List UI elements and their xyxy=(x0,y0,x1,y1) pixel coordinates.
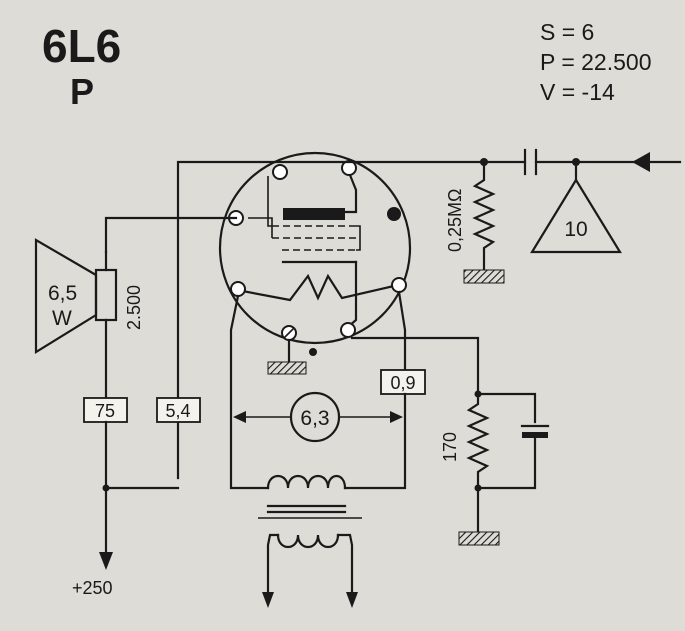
input-stage-label: 10 xyxy=(564,218,587,241)
cathode-resistor xyxy=(466,392,490,534)
heater-current-value: 0,9 xyxy=(390,373,415,393)
tube-pin xyxy=(340,322,356,338)
param-p: P = 22.500 xyxy=(540,49,652,75)
bypass-capacitor xyxy=(520,424,550,438)
plate-current-value: 75 xyxy=(95,401,115,421)
tube-pin xyxy=(230,281,246,297)
tube-pin xyxy=(272,164,288,180)
tube-key-dot xyxy=(387,207,401,221)
tube-heater-filament xyxy=(235,273,400,302)
heater-transformer xyxy=(258,474,362,608)
speaker-impedance: 2.500 xyxy=(124,285,144,330)
speaker-power-unit: W xyxy=(52,307,72,330)
plate-current-box xyxy=(83,397,128,423)
tube-type-title: 6L6 xyxy=(42,20,121,72)
heater-wire-left xyxy=(229,294,270,490)
ground-symbol xyxy=(267,361,307,375)
screen-current-value: 5,4 xyxy=(165,401,190,421)
tube-mode-label: P xyxy=(70,71,94,112)
screen-wire xyxy=(104,216,238,254)
plate-wire xyxy=(176,160,527,480)
ground-symbol xyxy=(458,531,500,546)
tube-grids xyxy=(248,176,361,251)
input-stage-triangle xyxy=(530,177,622,254)
heater-wire-right xyxy=(397,290,407,372)
grid-leak-value: 0,25MΩ xyxy=(445,189,465,252)
ground-symbol xyxy=(463,269,505,284)
tube-anode xyxy=(283,173,358,220)
supply-arrow-icon xyxy=(99,552,113,570)
heater-current-box xyxy=(380,369,426,395)
heater-voltage-value: 6,3 xyxy=(300,407,329,430)
input-arrow-icon xyxy=(632,152,650,172)
tube-pin xyxy=(391,277,407,293)
tube-envelope xyxy=(218,151,412,345)
param-s: S = 6 xyxy=(540,19,594,45)
speaker-power-value: 6,5 xyxy=(48,282,77,305)
cathode-resistor-value: 170 xyxy=(440,432,460,462)
cathode-wire xyxy=(350,336,480,396)
heater-voltage-circle xyxy=(289,391,341,443)
supply-voltage-label: +250 xyxy=(72,578,113,598)
bypass-wire xyxy=(476,392,537,424)
grid-leak-resistor xyxy=(472,160,496,272)
param-v: V = -14 xyxy=(540,79,615,105)
screen-current-box xyxy=(156,397,201,423)
